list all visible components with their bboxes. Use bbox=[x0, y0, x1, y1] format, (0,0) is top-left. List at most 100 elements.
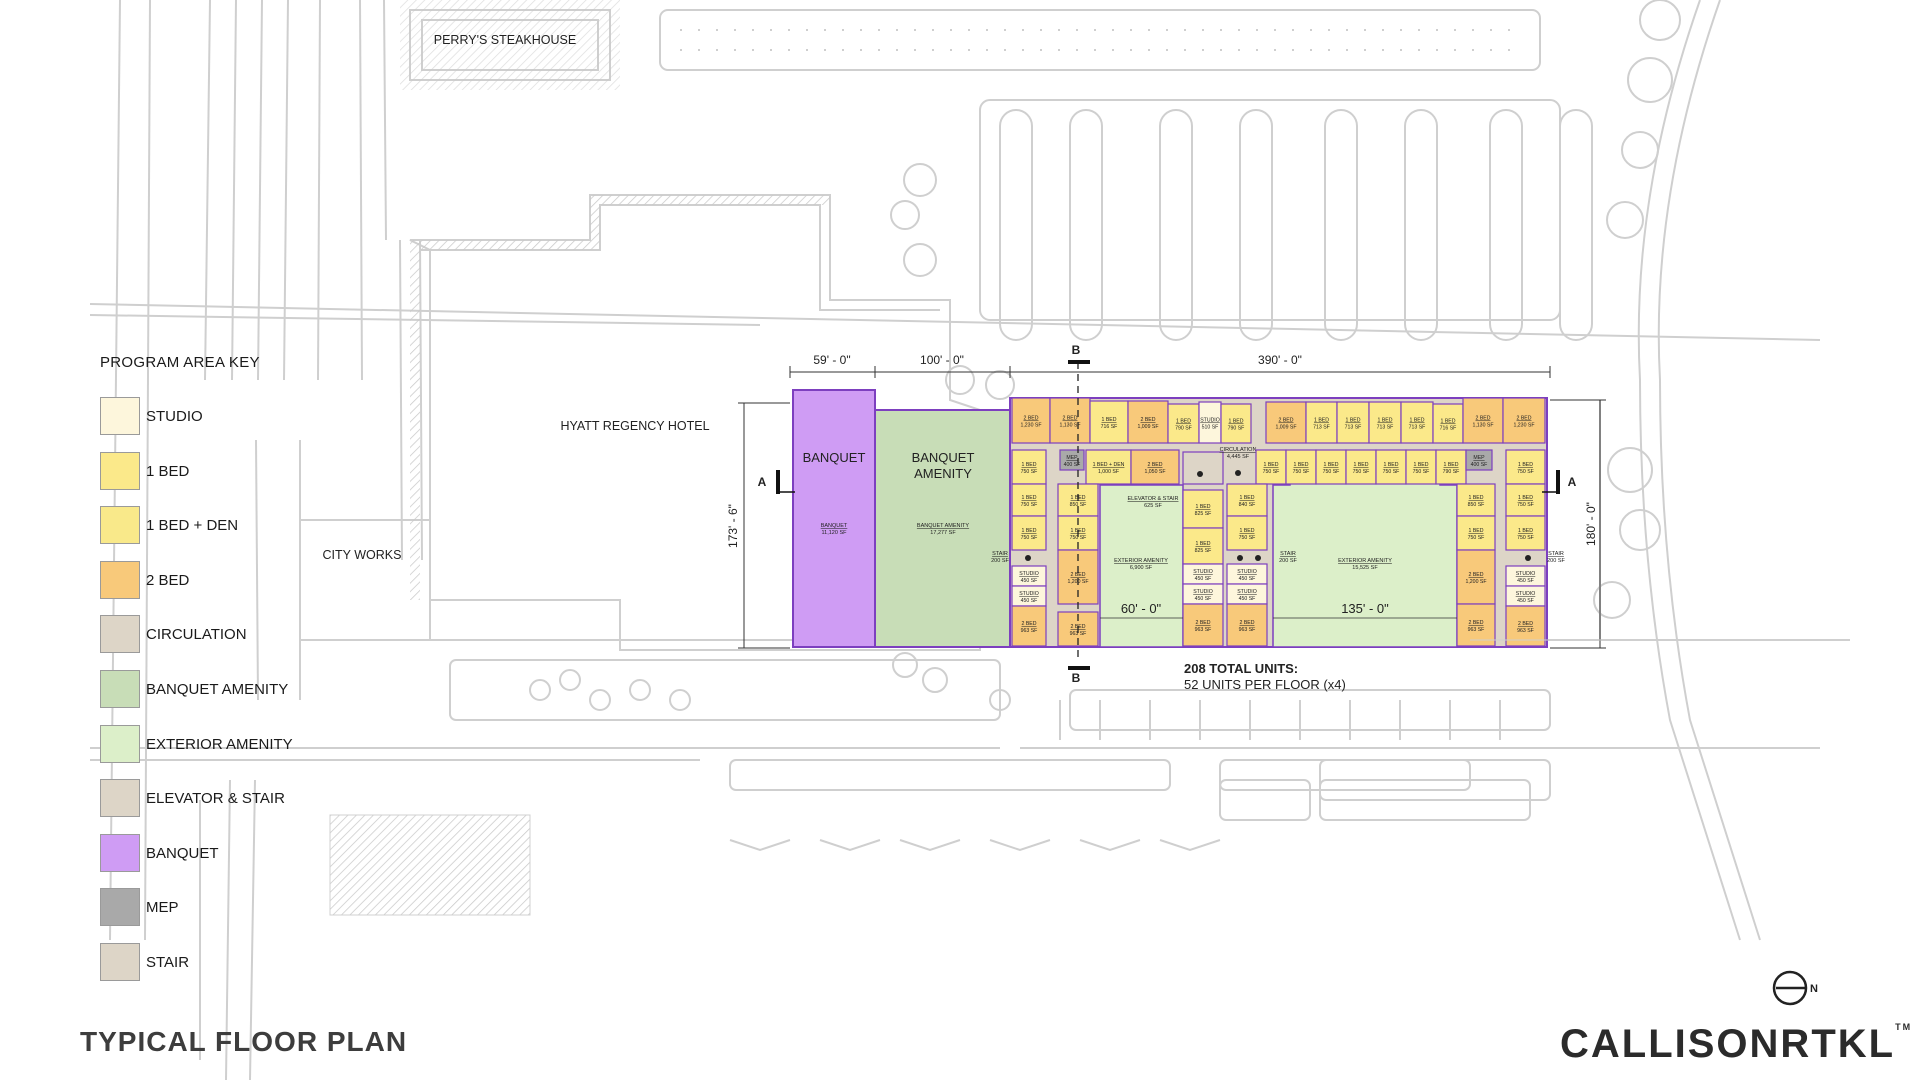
legend-label: BANQUET AMENITY bbox=[146, 681, 289, 698]
unit-area-label: 750 SF bbox=[1323, 469, 1340, 475]
unit-area-label: 840 SF bbox=[1239, 502, 1256, 508]
stair-mid-marker-2 bbox=[1255, 555, 1261, 561]
legend-label: MEP bbox=[146, 899, 179, 917]
building-plan: BANQUET BANQUET 11,120 SF BANQUET AMENIT… bbox=[792, 389, 1566, 648]
unit-type-label: MEP bbox=[1066, 455, 1078, 461]
unit-bed2 bbox=[1456, 549, 1496, 605]
unit-area-label: 713 SF bbox=[1313, 425, 1330, 431]
unit-mep bbox=[1465, 449, 1493, 471]
ext-amenity-left bbox=[1099, 484, 1184, 648]
brand-name: CALLISONRTKL bbox=[1560, 1022, 1896, 1066]
unit-bed1 bbox=[1305, 401, 1338, 444]
legend-swatch bbox=[100, 724, 140, 763]
banquet-amenity-label-1: BANQUET bbox=[912, 450, 975, 465]
unit-type-label: 2 BED bbox=[1022, 621, 1037, 627]
unit-area-label: 1,009 SF bbox=[1275, 425, 1296, 431]
legend-title: PROGRAM AREA KEY bbox=[100, 354, 260, 371]
ext-amenity-right-area: 15,525 SF bbox=[1352, 565, 1378, 571]
unit-type-label: 1 BED bbox=[1518, 495, 1533, 501]
elevator-stair-area: 625 SF bbox=[1144, 503, 1162, 509]
dim-60: 60' - 0" bbox=[1121, 601, 1162, 616]
banquet-block bbox=[792, 389, 876, 648]
unit-type-label: STUDIO bbox=[1237, 589, 1257, 595]
legend-item: STAIR bbox=[100, 943, 360, 983]
brand-logo: CALLISONRTKLTM bbox=[1560, 1022, 1912, 1067]
unit-type-label: 1 BED bbox=[1384, 462, 1399, 468]
unit-area-label: 450 SF bbox=[1517, 578, 1534, 584]
unit-bed1 bbox=[1368, 401, 1402, 444]
circulation-marker bbox=[1235, 470, 1241, 476]
legend-label: ELEVATOR & STAIR bbox=[146, 790, 285, 808]
unit-bed1 bbox=[1505, 483, 1546, 517]
total-units-line1: 208 TOTAL UNITS: bbox=[1184, 661, 1298, 676]
stair-left-marker bbox=[1025, 555, 1031, 561]
unit-area-label: 850 SF bbox=[1468, 502, 1485, 508]
legend-item: BANQUET AMENITY bbox=[100, 670, 360, 710]
unit-type-label: 2 BED bbox=[1476, 416, 1491, 422]
unit-area-label: 963 SF bbox=[1468, 627, 1485, 633]
unit-area-label: 963 SF bbox=[1239, 627, 1256, 633]
unit-type-label: 2 BED bbox=[1071, 572, 1086, 578]
unit-type-label: 2 BED bbox=[1517, 416, 1532, 422]
north-arrow-icon: N bbox=[1772, 970, 1818, 1006]
unit-type-label: 2 BED bbox=[1024, 416, 1039, 422]
unit-bed1 bbox=[1505, 515, 1546, 551]
unit-type-label: 1 BED bbox=[1102, 417, 1117, 423]
unit-type-label: STUDIO bbox=[1019, 571, 1039, 577]
unit-area-label: 1,130 SF bbox=[1472, 423, 1493, 429]
unit-type-label: STUDIO bbox=[1200, 418, 1220, 424]
unit-bed1 bbox=[1226, 515, 1268, 551]
ext-amenity-left-label: EXTERIOR AMENITY bbox=[1114, 558, 1168, 564]
unit-area-label: 450 SF bbox=[1195, 596, 1212, 602]
unit-area-label: 400 SF bbox=[1471, 462, 1488, 468]
unit-type-label: 1 BED bbox=[1314, 418, 1329, 424]
unit-area-label: 850 SF bbox=[1070, 502, 1087, 508]
legend-swatch bbox=[100, 451, 140, 490]
unit-area-label: 1,009 SF bbox=[1137, 424, 1158, 430]
ext-amenity-left-area: 6,900 SF bbox=[1130, 565, 1153, 571]
unit-area-label: 825 SF bbox=[1195, 511, 1212, 517]
unit-type-label: 2 BED bbox=[1196, 620, 1211, 626]
dim-173: 173' - 6" bbox=[726, 504, 740, 548]
unit-type-label: 1 BED bbox=[1346, 418, 1361, 424]
unit-area-label: 963 SF bbox=[1021, 628, 1038, 634]
unit-area-label: 750 SF bbox=[1070, 535, 1087, 541]
dim-390: 390' - 0" bbox=[1258, 353, 1302, 367]
legend-swatch bbox=[100, 888, 140, 927]
unit-area-label: 750 SF bbox=[1021, 535, 1038, 541]
legend-item: EXTERIOR AMENITY bbox=[100, 724, 360, 765]
unit-bed1 bbox=[1285, 449, 1317, 485]
unit-bed2 bbox=[1127, 400, 1169, 444]
unit-type-label: STUDIO bbox=[1516, 591, 1536, 597]
unit-bed2 bbox=[1049, 397, 1091, 444]
unit-area-label: 1,130 SF bbox=[1059, 423, 1080, 429]
legend-swatch bbox=[100, 506, 140, 545]
unit-type-label: 2 BED bbox=[1518, 621, 1533, 627]
unit-type-label: 1 BED bbox=[1229, 419, 1244, 425]
unit-area-label: 750 SF bbox=[1383, 469, 1400, 475]
legend-label: CIRCULATION bbox=[146, 626, 247, 644]
unit-bed1 bbox=[1011, 483, 1047, 517]
unit-type-label: 1 BED bbox=[1324, 462, 1339, 468]
north-label: N bbox=[1810, 983, 1818, 995]
legend-label: BANQUET bbox=[146, 844, 219, 862]
dim-100: 100' - 0" bbox=[920, 353, 964, 367]
unit-type-label: 1 BED bbox=[1196, 504, 1211, 510]
unit-area-label: 713 SF bbox=[1409, 425, 1426, 431]
plan-title: TYPICAL FLOOR PLAN bbox=[80, 1026, 408, 1057]
unit-bed1 bbox=[1456, 483, 1496, 517]
legend-label: 1 BED + DEN bbox=[146, 517, 239, 535]
unit-area-label: 825 SF bbox=[1195, 548, 1212, 554]
elevator-stair-core bbox=[1182, 451, 1224, 485]
legend-label: STAIR bbox=[146, 954, 190, 971]
unit-type-label: 1 BED bbox=[1518, 528, 1533, 534]
unit-type-label: 1 BED bbox=[1518, 462, 1533, 468]
unit-type-label: 2 BED bbox=[1240, 620, 1255, 626]
legend-item: MEP bbox=[100, 888, 360, 928]
unit-bed1 bbox=[1435, 449, 1467, 485]
unit-bed1 bbox=[1400, 401, 1434, 444]
unit-area-label: 450 SF bbox=[1239, 596, 1256, 602]
hatched-structure bbox=[329, 814, 531, 916]
unit-area-label: 750 SF bbox=[1021, 469, 1038, 475]
